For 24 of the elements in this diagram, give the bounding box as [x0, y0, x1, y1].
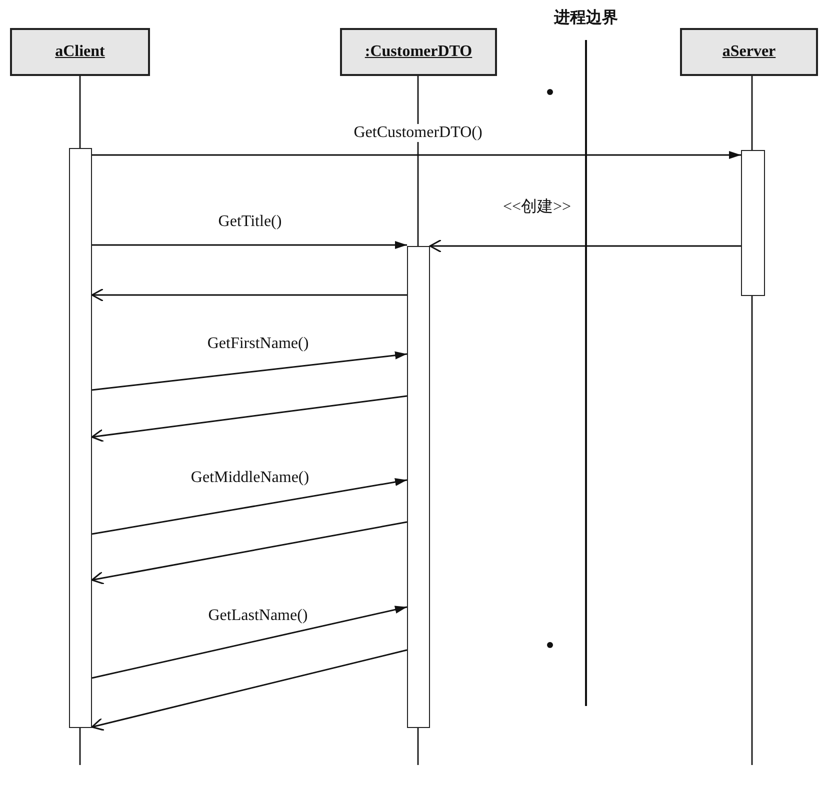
message-arrow	[91, 288, 407, 302]
object-box	[340, 28, 497, 76]
message-arrow	[91, 395, 408, 442]
message-label: GetTitle()	[216, 213, 284, 231]
activation-bar	[407, 246, 430, 728]
activation-bar	[741, 150, 765, 296]
activation-bar	[69, 148, 92, 728]
message-arrow	[429, 239, 741, 253]
object-name: :CustomerDTO	[364, 43, 472, 61]
message-arrow	[92, 478, 408, 535]
message-arrow	[91, 521, 408, 585]
object-name: aClient	[55, 43, 105, 61]
object-box	[10, 28, 150, 76]
object-box	[680, 28, 818, 76]
message-label: GetLastName()	[206, 607, 310, 625]
message-label: GetMiddleName()	[188, 469, 312, 487]
message-arrow	[92, 606, 408, 679]
message-arrow	[92, 351, 408, 391]
message-label: GetCustomerDTO()	[352, 124, 484, 142]
message-arrow	[91, 649, 408, 731]
message-arrow	[92, 151, 741, 159]
message-arrow	[92, 241, 407, 249]
message-label: GetFirstName()	[205, 335, 311, 353]
object-name: aServer	[722, 43, 776, 61]
